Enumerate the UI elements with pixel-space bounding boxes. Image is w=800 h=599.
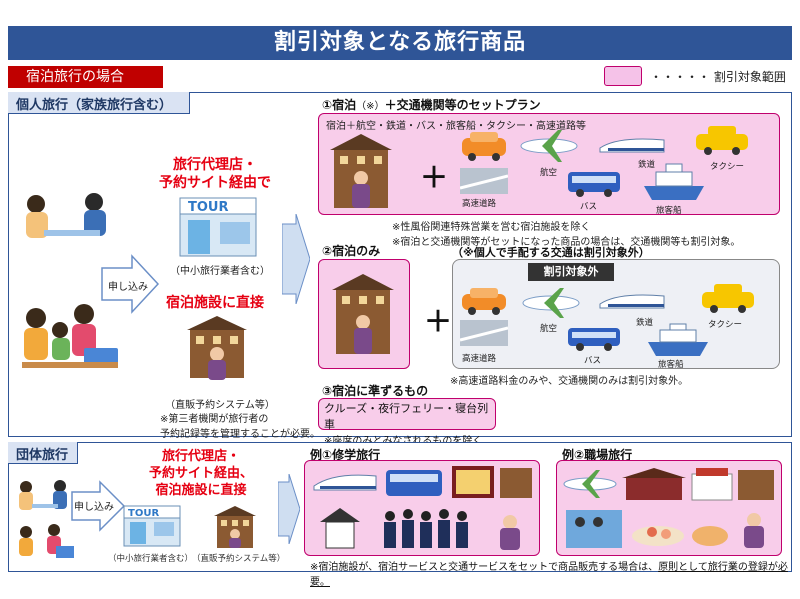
group-agency-sub: （中小旅行業者含む）: [108, 554, 194, 564]
apply-label: 申し込み: [108, 282, 148, 293]
plan1-bus-label: バス: [580, 202, 598, 212]
plan1-plane-label: 航空: [540, 168, 558, 178]
plan2-taxi-icon: [700, 282, 756, 316]
plan1-bus-icon: [566, 170, 622, 198]
page-title: 割引対象となる旅行商品: [8, 26, 792, 60]
plan2-ship-label: 旅客船: [658, 360, 684, 370]
agency-title: 旅行代理店・予約サイト経由で: [159, 157, 271, 191]
plan2-ship-icon: [646, 322, 710, 358]
direct-sub: （直販予約システム等）: [165, 400, 275, 411]
plan1-ship-label: 旅客船: [656, 206, 682, 216]
legend-swatch: [604, 66, 642, 86]
example1-title: 例①修学旅行: [310, 448, 381, 462]
plan2-bus-icon: [566, 326, 622, 352]
plan1-box: [318, 113, 780, 215]
plan1-ship-icon: [642, 162, 706, 202]
plan3-title: ③宿泊に準ずるもの: [322, 384, 429, 398]
plan2-plane-icon: [520, 286, 582, 320]
group-hotel-icon: [212, 504, 258, 550]
plan1-note: ※性風俗関連特殊営業を営む宿泊施設を除く※宿泊と交通機関等がセットになった商品の…: [392, 222, 741, 248]
plan1-title: ①宿泊（※）＋交通機関等のセットプラン: [322, 98, 541, 112]
group-tour-sign-text: TOUR: [128, 508, 159, 519]
plan2-plus: ＋: [424, 305, 453, 338]
plan1-taxi-icon: [694, 124, 750, 158]
plan3-text: クルーズ・夜行フェリー・寝台列車 ※座席のみとみなされるものを除く: [324, 402, 489, 447]
plan1-plane-icon: [518, 128, 580, 164]
group-agency-icon: TOUR: [122, 504, 182, 548]
group-footer-note: ※宿泊施設が、宿泊サービスと交通サービスをセットで商品販売する場合は、原則として…: [310, 562, 788, 588]
plan2-highway-icon: [459, 320, 509, 346]
work-trip-illustration: [560, 464, 778, 552]
plan1-plus: ＋: [420, 161, 449, 194]
plan1-highway-icon: [459, 168, 509, 194]
group-apply-label: 申し込み: [74, 502, 114, 513]
plan2-bus-label: バス: [584, 356, 602, 366]
plan2-hotel-icon: [330, 272, 396, 358]
plan2-note: ※高速道路料金のみや、交通機関のみは割引対象外。: [450, 376, 689, 387]
plan1-taxi-label: タクシー: [710, 162, 745, 172]
plans-arrow: [281, 213, 311, 305]
plan2-train-icon: [598, 290, 666, 312]
hotel-icon: [182, 312, 252, 382]
plan2-excluded-box: [452, 259, 780, 369]
individual-header: 個人旅行（家族旅行含む）: [8, 92, 190, 114]
plan1-car-icon: [460, 130, 508, 162]
group-title: 旅行代理店・予約サイト経由、宿泊施設に直接: [148, 449, 253, 498]
family-illustration: [14, 300, 124, 375]
group-family-illustration: [14, 522, 76, 562]
legend-text: ・・・・・ 割引対象範囲: [650, 70, 786, 84]
plan2-train-label: 鉄道: [636, 318, 654, 328]
plan2-car-icon: [460, 286, 508, 316]
agency-sub: （中小旅行業者含む）: [170, 266, 270, 277]
tour-sign-text: TOUR: [188, 200, 229, 215]
consultation-illustration: [14, 190, 124, 250]
school-trip-illustration: [310, 464, 536, 552]
travel-agency-icon: TOUR: [178, 196, 258, 258]
group-apply-arrow: [70, 480, 126, 532]
plan3-box: [318, 398, 496, 430]
plan2-taxi-label: タクシー: [708, 320, 743, 330]
group-header: 団体旅行: [8, 442, 78, 464]
plan2-excluded-label: 割引対象外: [528, 263, 614, 281]
plan2-highway-label: 高速道路: [462, 354, 497, 364]
plan1-train-icon: [598, 134, 666, 156]
plan2-title: ②宿泊のみ: [322, 244, 381, 258]
direct-title: 宿泊施設に直接: [166, 295, 264, 311]
apply-arrow: [100, 254, 160, 314]
plan1-desc: 宿泊＋航空・鉄道・バス・旅客船・タクシー・高速道路等: [326, 121, 586, 132]
direct-note: ※第三者機関が旅行者の予約記録等を管理することが必要。: [160, 414, 320, 440]
plan2-plane-label: 航空: [540, 324, 558, 334]
plan1-hotel-icon: [328, 132, 394, 210]
example2-title: 例②職場旅行: [562, 448, 633, 462]
plan2-side-note: （※個人で手配する交通は割引対象外）: [452, 246, 650, 259]
plan1-highway-label: 高速道路: [462, 199, 497, 209]
plan1-train-label: 鉄道: [638, 160, 656, 170]
group-direct-sub: （直販予約システム等）: [192, 554, 286, 564]
group-arrow: [277, 473, 301, 545]
case-label: 宿泊旅行の場合: [8, 66, 163, 88]
group-consult-illustration: [14, 478, 76, 514]
